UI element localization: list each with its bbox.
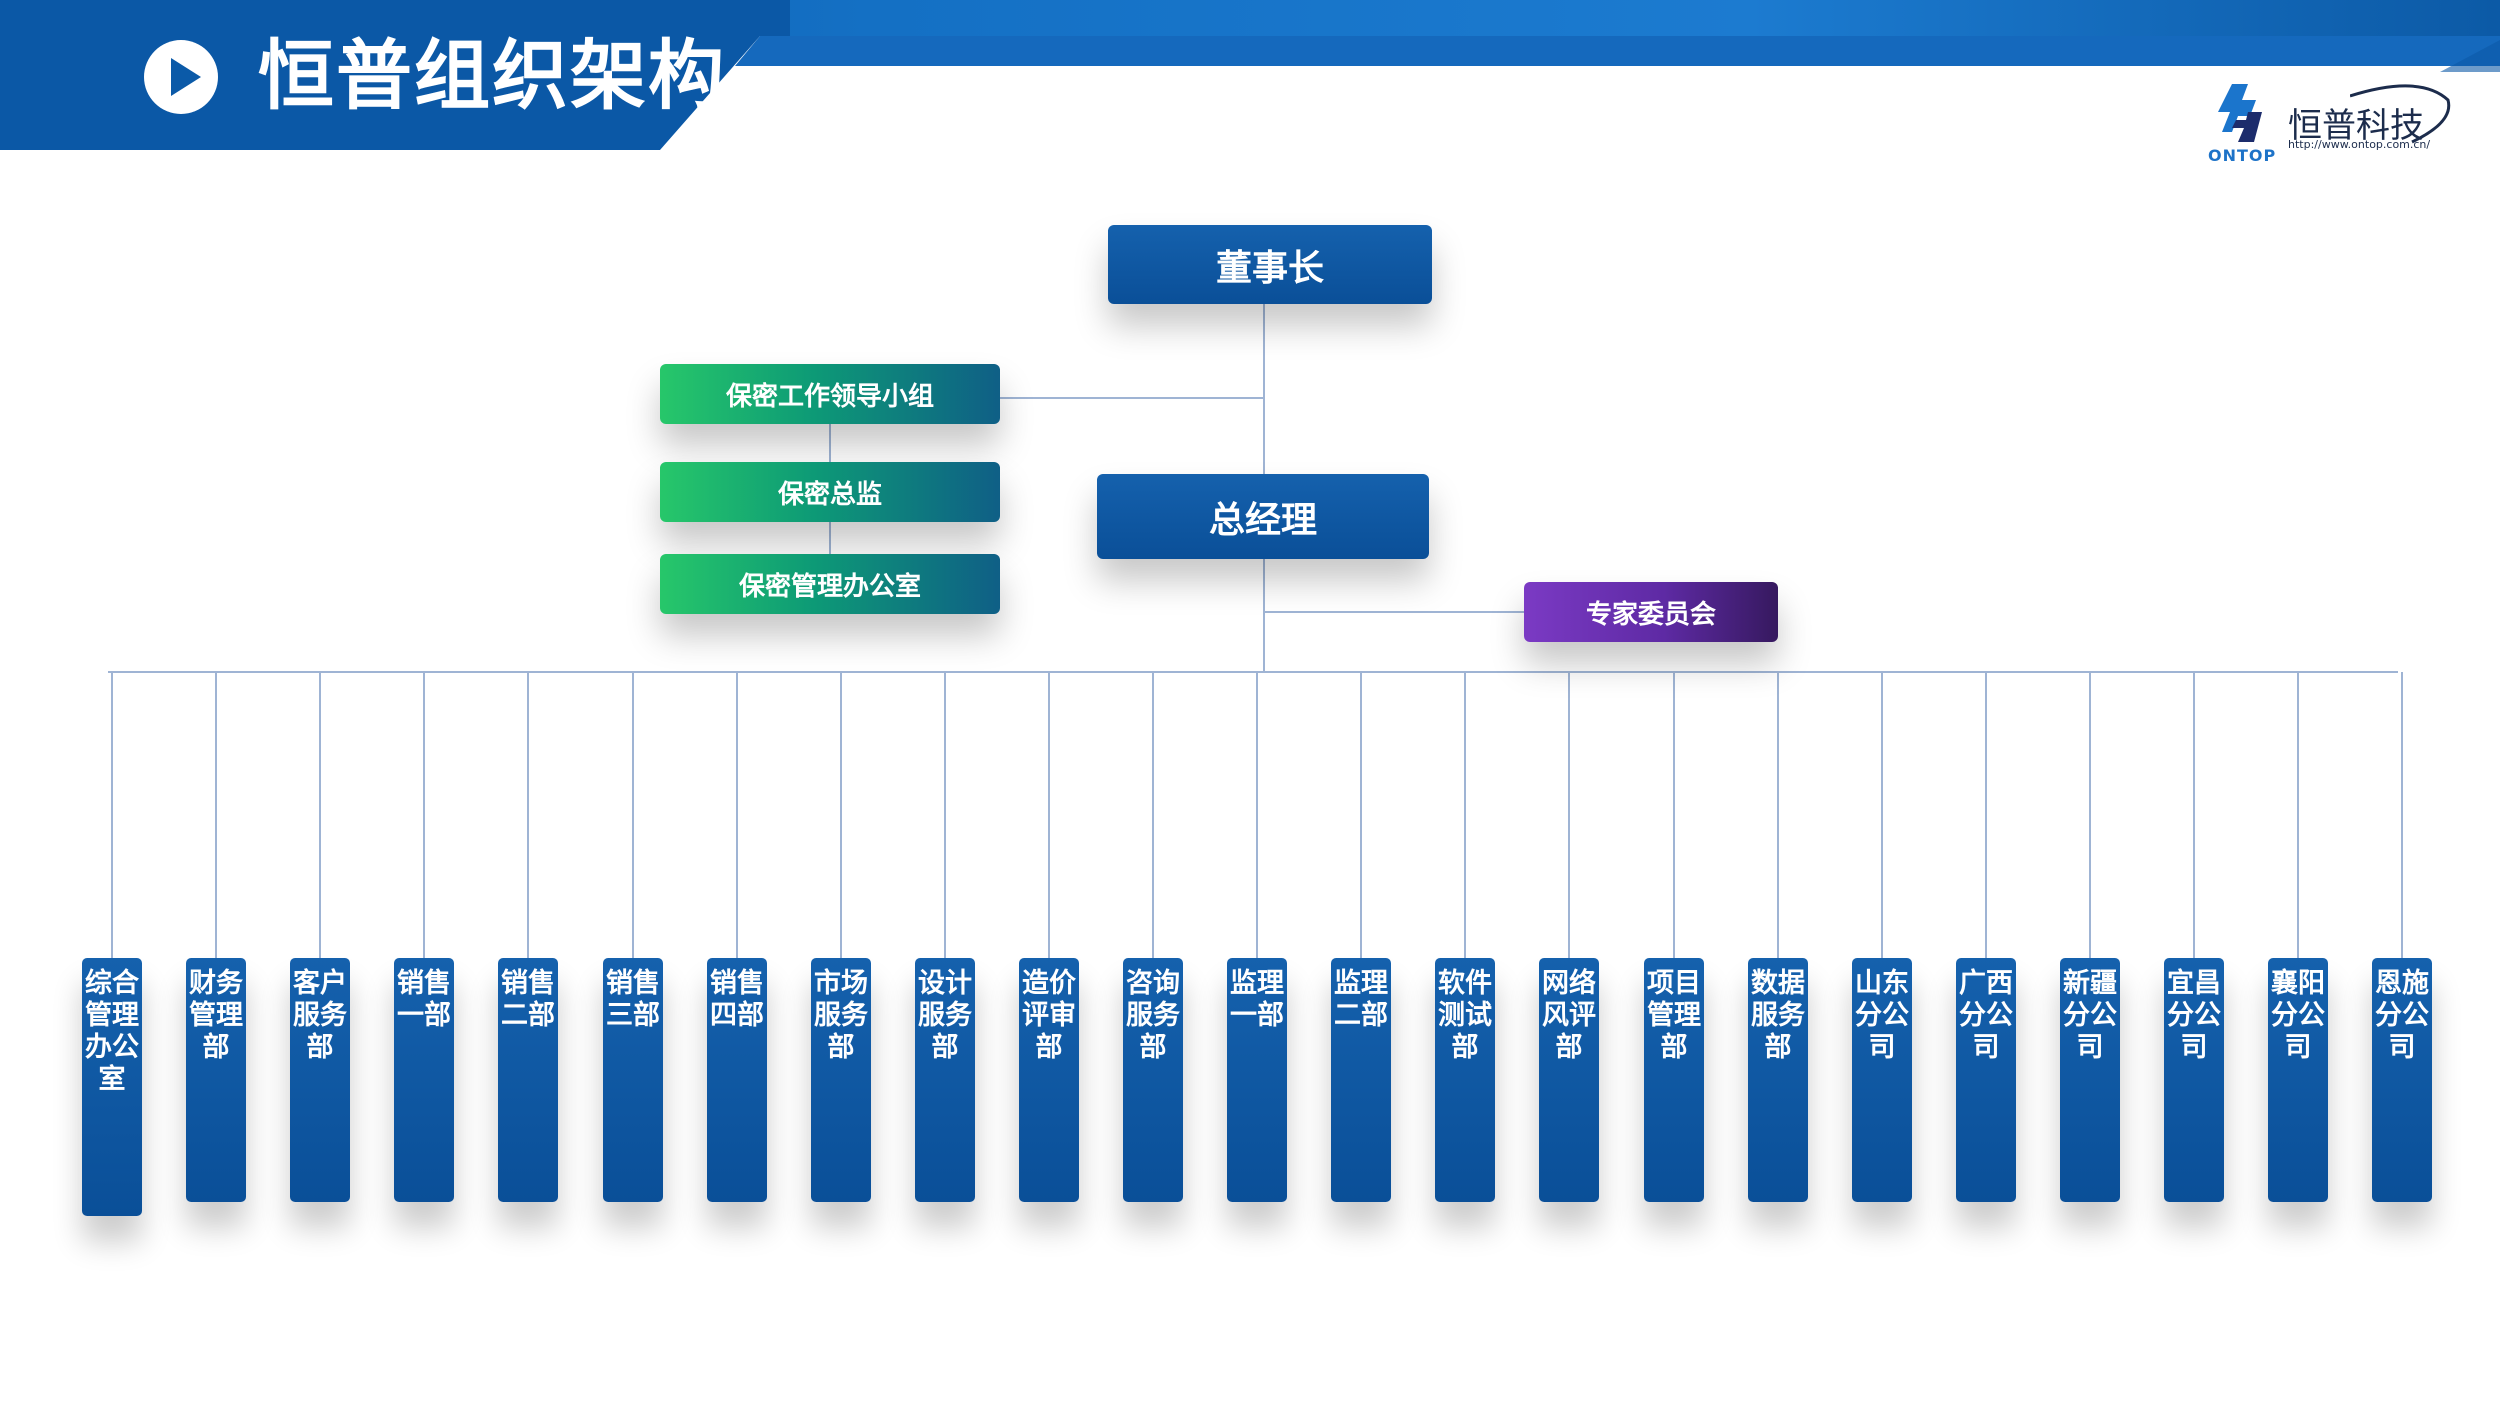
department-box: 市场服务部	[811, 958, 871, 1202]
department-box: 销售二部	[498, 958, 558, 1202]
page-title: 恒普组织架构	[258, 31, 726, 120]
header-band	[0, 0, 2500, 150]
department-box: 新疆分公司	[2060, 958, 2120, 1202]
department-box: 财务管理部	[186, 958, 246, 1202]
department-box: 网络风评部	[1539, 958, 1599, 1202]
department-box: 广西分公司	[1956, 958, 2016, 1202]
chairman-box: 董事长	[1108, 225, 1432, 304]
logo-mark-icon	[2218, 82, 2264, 146]
department-box: 设计服务部	[915, 958, 975, 1202]
department-box: 山东分公司	[1852, 958, 1912, 1202]
department-box: 销售一部	[394, 958, 454, 1202]
secrecy-group-box: 保密工作领导小组	[660, 364, 1000, 424]
department-box: 客户服务部	[290, 958, 350, 1202]
company-logo: ONTOP 恒普科技 http://www.ontop.com.cn/	[2200, 78, 2460, 168]
department-box: 襄阳分公司	[2268, 958, 2328, 1202]
department-box: 造价评审部	[1019, 958, 1079, 1202]
department-box: 宜昌分公司	[2164, 958, 2224, 1202]
department-box: 监理二部	[1331, 958, 1391, 1202]
logo-name: 恒普科技	[2288, 106, 2424, 146]
expert-committee-box: 专家委员会	[1524, 582, 1778, 642]
logo-url: http://www.ontop.com.cn/	[2288, 138, 2431, 151]
department-box: 软件测试部	[1435, 958, 1495, 1202]
department-box: 恩施分公司	[2372, 958, 2432, 1202]
department-box: 销售三部	[603, 958, 663, 1202]
department-box: 监理一部	[1227, 958, 1287, 1202]
general-manager-box: 总经理	[1097, 474, 1429, 559]
department-box: 数据服务部	[1748, 958, 1808, 1202]
logo-sub: ONTOP	[2208, 146, 2277, 165]
department-box: 综合管理办公室	[82, 958, 142, 1216]
secrecy-director-box: 保密总监	[660, 462, 1000, 522]
secrecy-office-box: 保密管理办公室	[660, 554, 1000, 614]
logo-swoosh-icon	[2349, 78, 2460, 148]
department-box: 项目管理部	[1644, 958, 1704, 1202]
department-box: 销售四部	[707, 958, 767, 1202]
department-box: 咨询服务部	[1123, 958, 1183, 1202]
play-icon	[142, 38, 220, 116]
